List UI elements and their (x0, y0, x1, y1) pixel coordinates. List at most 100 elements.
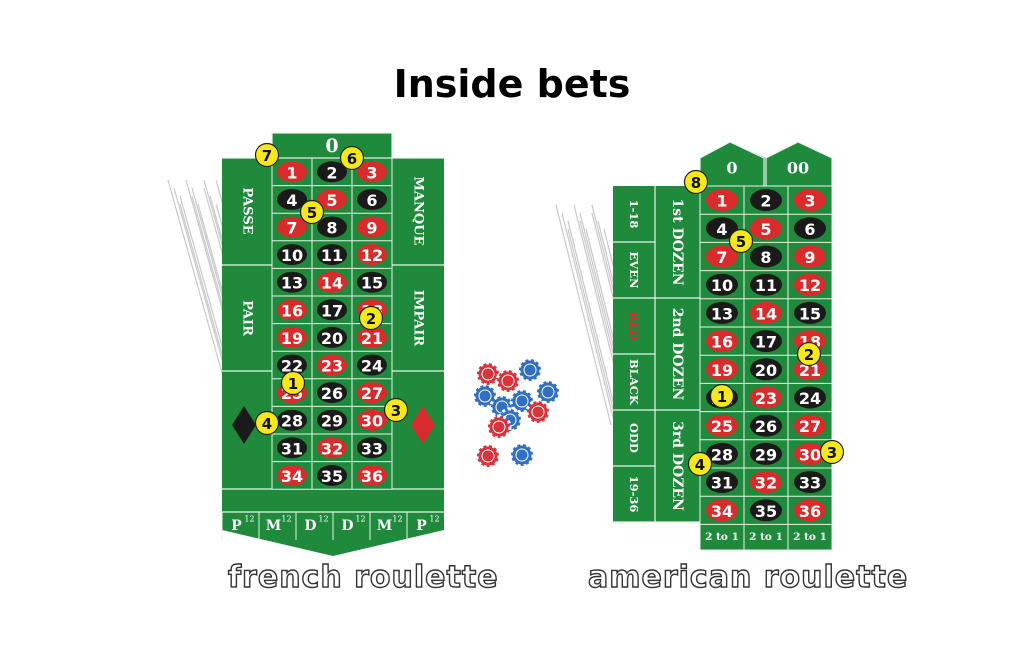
casino-chip-icon (517, 357, 543, 383)
number-label: 29 (321, 412, 343, 431)
french-marker-2-label: 2 (366, 310, 376, 328)
american-marker-2-disc (796, 341, 822, 367)
number-label: 17 (755, 333, 777, 352)
chip-center (492, 420, 506, 434)
number-label: 33 (799, 474, 821, 493)
chip-center (481, 449, 495, 463)
french-side-label: PASSE (240, 187, 255, 234)
number-oval (277, 437, 307, 459)
chip-edge (472, 383, 498, 409)
chip-edge (475, 361, 501, 387)
french-marker-7-label: 7 (262, 147, 272, 165)
number-oval (317, 216, 347, 238)
french-side-label: PAIR (240, 300, 255, 336)
number-label: 28 (281, 412, 303, 431)
diagram-title: Inside bets (393, 62, 631, 106)
number-oval (357, 271, 387, 293)
casino-chip-icon (475, 443, 501, 469)
number-oval (794, 217, 826, 240)
american-outside-label: ODD (627, 423, 641, 453)
number-label: 5 (760, 220, 771, 239)
number-label: 6 (366, 191, 377, 210)
casino-chip-icon (495, 368, 521, 394)
number-label: 34 (281, 467, 303, 486)
number-label: 26 (321, 384, 343, 403)
casino-chip-icon (486, 414, 512, 440)
french-marker-5-disc (299, 199, 325, 225)
number-oval (357, 382, 387, 404)
number-label: 36 (799, 502, 821, 521)
number-oval (706, 414, 738, 437)
number-oval (750, 358, 782, 381)
number-label: 2 (326, 163, 337, 182)
american-marker-5-disc (728, 228, 754, 254)
number-label: 15 (361, 274, 383, 293)
french-side-label: MANQUE (411, 177, 426, 246)
number-label: 31 (281, 439, 303, 458)
american-marker-3-disc (819, 439, 845, 465)
hatch-stroke (561, 212, 618, 434)
number-label: 16 (711, 333, 733, 352)
number-label: 34 (711, 502, 733, 521)
number-oval (277, 188, 307, 210)
chip-center (515, 448, 529, 462)
casino-chip-icon (509, 442, 535, 468)
number-oval (357, 216, 387, 238)
number-oval (750, 386, 782, 409)
number-oval (317, 464, 347, 486)
number-label: 11 (755, 276, 777, 295)
french-marker-4-disc (254, 410, 280, 436)
chip-edge (495, 368, 521, 394)
french-marker-6-label: 6 (347, 150, 357, 168)
number-oval (750, 245, 782, 268)
number-label: 20 (321, 329, 343, 348)
chip-center (541, 385, 555, 399)
american-marker-4-disc (687, 451, 713, 477)
number-label: 5 (326, 191, 337, 210)
number-label: 25 (711, 417, 733, 436)
number-label: 4 (286, 191, 297, 210)
american-zero-cell (699, 141, 765, 186)
number-label: 23 (321, 357, 343, 376)
american-outside-label: EVEN (627, 252, 641, 289)
casino-chip-icon (472, 383, 498, 409)
number-oval (706, 301, 738, 324)
hatch-stroke (555, 204, 612, 426)
chip-center (523, 363, 537, 377)
number-label: 7 (716, 248, 727, 267)
number-oval (357, 464, 387, 486)
french-bottom-cell-label: P (231, 518, 242, 534)
american-caption: american roulette (587, 559, 909, 595)
french-marker-1-label: 1 (288, 375, 298, 393)
number-oval (750, 499, 782, 522)
american-marker-1-disc (709, 383, 735, 409)
american-outside-label: 19-36 (627, 476, 641, 513)
american-marker-1-label: 1 (717, 388, 727, 406)
number-oval (750, 330, 782, 353)
french-marker-3-label: 3 (391, 402, 401, 420)
number-label: 28 (711, 445, 733, 464)
number-label: 31 (711, 474, 733, 493)
french-marker-7-disc (254, 142, 280, 168)
number-label: 8 (326, 219, 337, 238)
number-label: 27 (361, 384, 383, 403)
american-column-label: 2 to 1 (749, 531, 783, 543)
number-label: 35 (755, 502, 777, 521)
french-marker-3-disc (383, 397, 409, 423)
number-label: 27 (799, 417, 821, 436)
number-oval (750, 301, 782, 324)
number-label: 23 (755, 389, 777, 408)
number-oval (706, 358, 738, 381)
number-oval (750, 471, 782, 494)
number-oval (794, 386, 826, 409)
number-label: 21 (361, 329, 383, 348)
american-zero-label: 0 (726, 159, 737, 178)
number-label: 29 (755, 445, 777, 464)
american-marker-3-label: 3 (827, 444, 837, 462)
black-diamond-icon (232, 406, 256, 444)
french-bottom-cell-label: P (416, 518, 427, 534)
number-label: 24 (799, 389, 821, 408)
number-oval (357, 188, 387, 210)
chip-center (531, 405, 545, 419)
